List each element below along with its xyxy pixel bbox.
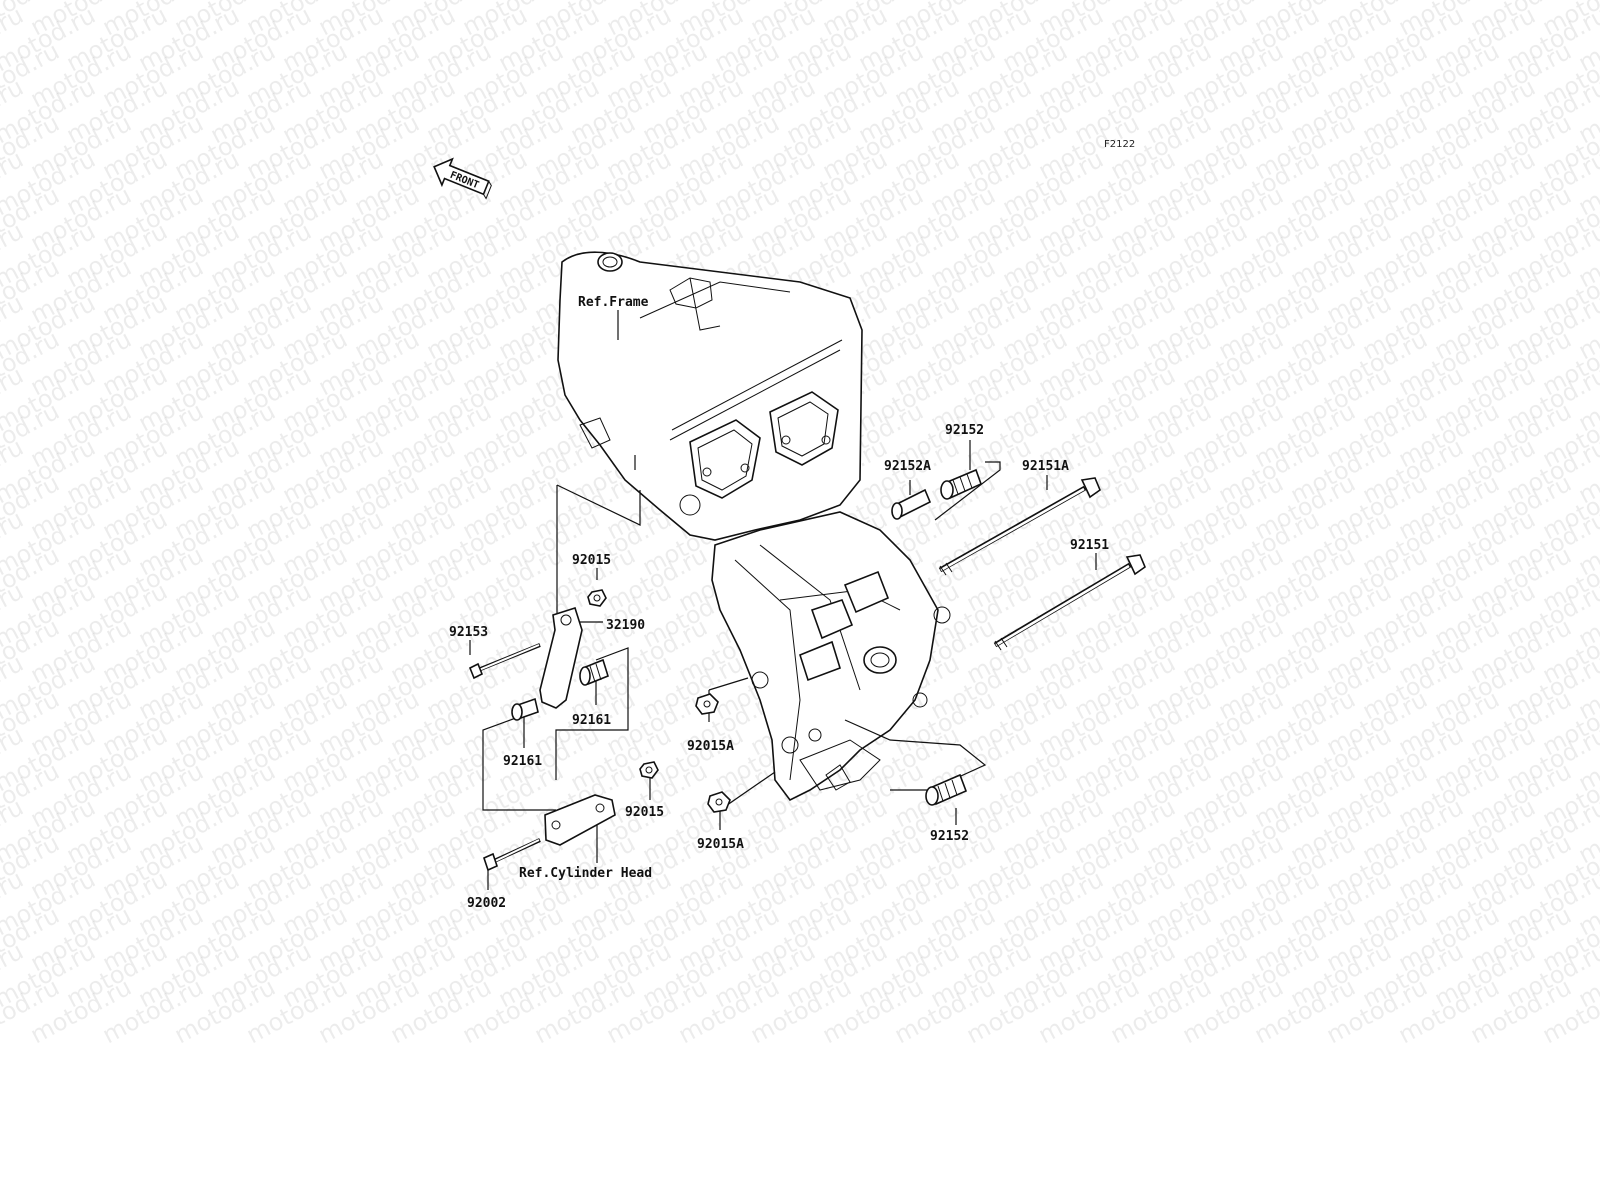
part-label-92161-right: 92161	[572, 713, 611, 728]
part-label-92151a: 92151A	[1022, 459, 1069, 474]
part-label-92161-left: 92161	[503, 754, 542, 769]
watermark-text: motod.ru	[1574, 0, 1600, 5]
part-label-92152-top: 92152	[945, 423, 984, 438]
nut-92015-top	[587, 589, 607, 607]
part-label-92152-bottom: 92152	[930, 829, 969, 844]
nut-92015a-lower	[707, 791, 731, 813]
nut-92015a-upper	[695, 693, 719, 715]
ref-cylinder-head-label: Ref.Cylinder Head	[519, 866, 652, 881]
part-label-92153: 92153	[449, 625, 488, 640]
part-label-92151: 92151	[1070, 538, 1109, 553]
part-label-92015a-lower: 92015A	[697, 837, 744, 852]
spacer-92152a	[891, 488, 932, 520]
part-label-92015-lower: 92015	[625, 805, 664, 820]
nut-92015-lower	[639, 761, 659, 779]
part-label-32190: 32190	[606, 618, 645, 633]
bolt-92002	[483, 838, 541, 872]
frame-main	[557, 251, 863, 541]
part-label-92015-top: 92015	[572, 553, 611, 568]
bolt-92153	[468, 643, 541, 680]
ref-frame-label: Ref.Frame	[578, 295, 649, 310]
collar-92161-right	[579, 658, 609, 686]
figure-code: F2122	[1104, 139, 1135, 150]
frame-lower	[711, 511, 951, 802]
collar-92161-left	[511, 697, 539, 721]
part-label-92002: 92002	[467, 896, 506, 911]
collar-92152-bottom	[925, 773, 968, 806]
bolt-92151a	[938, 477, 1101, 576]
part-label-92152a: 92152A	[884, 459, 931, 474]
part-label-92015a-upper: 92015A	[687, 739, 734, 754]
bracket-32190	[539, 606, 583, 709]
cylinder-head-bracket	[544, 794, 616, 846]
collar-92152-top	[940, 468, 983, 500]
callout-labels: Ref.Frame 92152 92152A 92151A 92151 9201…	[449, 295, 1109, 911]
bolt-92151	[993, 554, 1146, 651]
